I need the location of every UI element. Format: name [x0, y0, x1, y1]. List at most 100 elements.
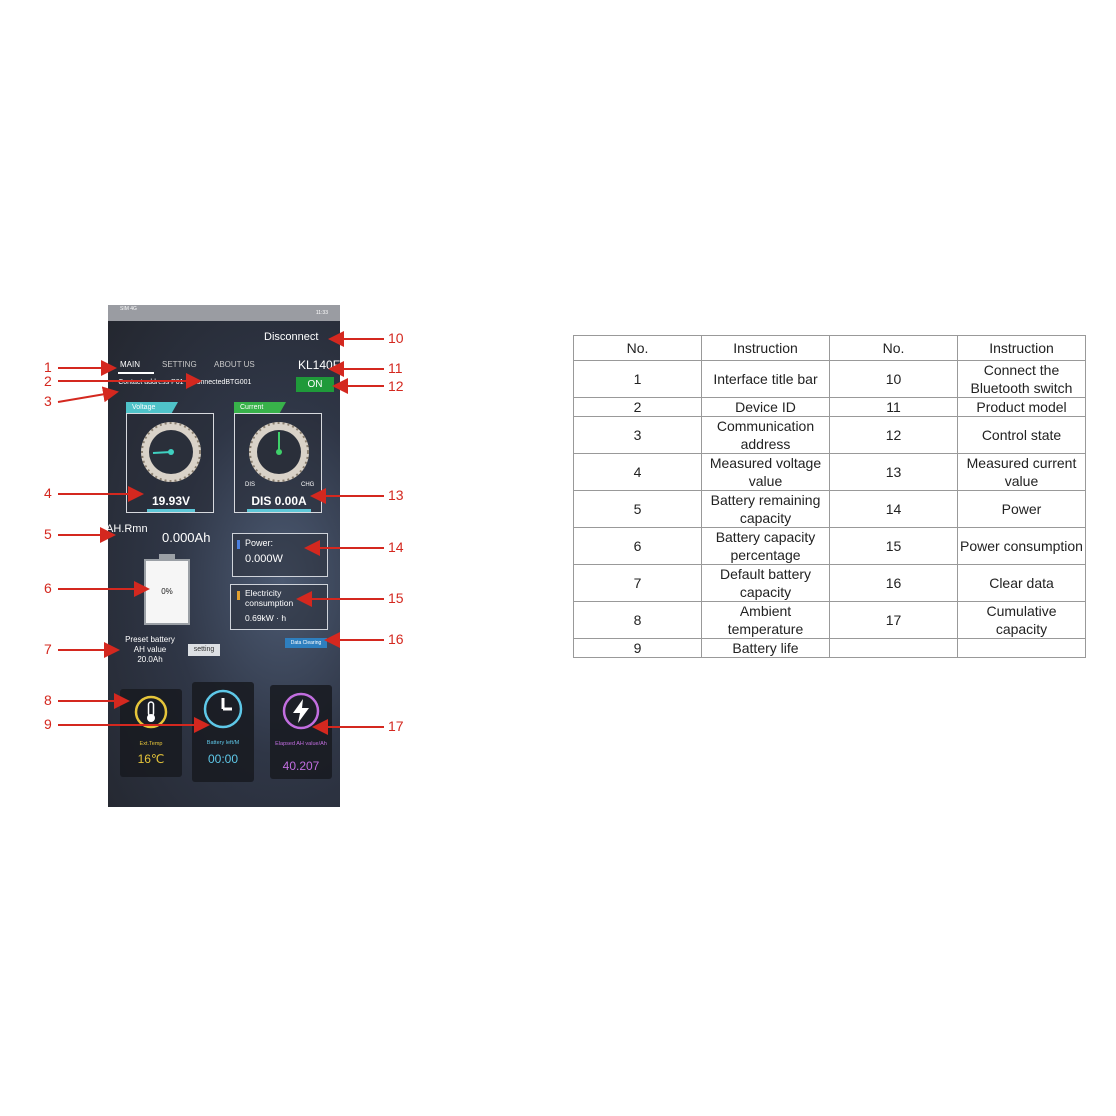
cell-instruction: Cumulative capacity: [957, 601, 1086, 639]
callout-12: 12: [388, 378, 404, 394]
address-row: ◔ Contact address P01 ConnectedBTG001: [112, 379, 251, 386]
power-value: 0.000W: [245, 553, 283, 565]
header-instruction-1: Instruction: [701, 335, 830, 361]
table-row: 1 Interface title bar 10 Connect the Blu…: [573, 360, 1086, 398]
cell-instruction: Default battery capacity: [701, 564, 830, 602]
cell-instruction: Power consumption: [957, 527, 1086, 565]
status-signal: SIM 4G: [120, 306, 137, 312]
thermometer-icon: [134, 695, 168, 729]
header-no-1: No.: [573, 335, 702, 361]
callout-10: 10: [388, 330, 404, 346]
battery-life-label: Battery left/M: [206, 740, 240, 746]
cell-instruction: Battery remaining capacity: [701, 490, 830, 528]
tab-active-underline: [118, 372, 154, 374]
callout-14: 14: [388, 539, 404, 555]
instruction-table: No. Instruction No. Instruction 1 Interf…: [573, 335, 1086, 658]
callout-2: 2: [44, 373, 52, 389]
contact-address: Contact address P01: [118, 379, 184, 386]
clock-icon: [203, 689, 243, 729]
cell-instruction: Clear data: [957, 564, 1086, 602]
voltage-gauge-dial: [141, 422, 201, 482]
status-bar: SIM 4G 11:33: [108, 305, 340, 321]
power-indicator: [237, 540, 240, 549]
setting-button[interactable]: setting: [188, 644, 220, 656]
table-row: 4 Measured voltage value 13 Measured cur…: [573, 453, 1086, 491]
header-no-2: No.: [829, 335, 958, 361]
preset-line-1: Preset battery: [125, 635, 175, 644]
current-gauge-dial: [249, 422, 309, 482]
cell-instruction: Device ID: [701, 397, 830, 417]
cell-no: 14: [829, 490, 958, 528]
ah-remaining-label: AH.Rmn: [108, 523, 148, 535]
tab-about-us[interactable]: ABOUT US: [214, 360, 255, 369]
callout-6: 6: [44, 580, 52, 596]
current-dis-label: DIS: [245, 482, 256, 488]
cell-instruction: Battery capacity percentage: [701, 527, 830, 565]
table-row: 6 Battery capacity percentage 15 Power c…: [573, 527, 1086, 565]
callout-16: 16: [388, 631, 404, 647]
header-instruction-2: Instruction: [957, 335, 1086, 361]
ext-temp-value: 16℃: [137, 752, 165, 766]
arrow-3: [57, 386, 119, 403]
callout-17: 17: [388, 718, 404, 734]
table-row: 5 Battery remaining capacity 14 Power: [573, 490, 1086, 528]
cell-no: 17: [829, 601, 958, 639]
cell-instruction: Measured voltage value: [701, 453, 830, 491]
electricity-indicator: [237, 591, 240, 600]
current-reading: DIS 0.00A: [251, 494, 307, 508]
cell-instruction: Interface title bar: [701, 360, 830, 398]
callout-5: 5: [44, 526, 52, 542]
electricity-label-1: Electricity: [245, 588, 282, 598]
callout-1: 1: [44, 359, 52, 375]
callout-4: 4: [44, 485, 52, 501]
table-header-row: No. Instruction No. Instruction: [573, 335, 1086, 361]
callout-8: 8: [44, 692, 52, 708]
cell-instruction: Battery life: [701, 638, 830, 658]
cell-instruction: Communication address: [701, 416, 830, 454]
callout-9: 9: [44, 716, 52, 732]
cell-no: 1: [573, 360, 702, 398]
lightning-icon: [282, 692, 320, 730]
tab-main[interactable]: MAIN: [120, 360, 140, 369]
disconnect-button[interactable]: Disconnect: [264, 331, 319, 343]
battery-cap: [159, 554, 175, 559]
cell-instruction: Power: [957, 490, 1086, 528]
ext-temp-card: Ext.Temp 16℃: [120, 689, 182, 777]
ext-temp-label: Ext.Temp: [139, 741, 163, 747]
voltage-tag: Voltage: [126, 402, 178, 413]
cell-no: 4: [573, 453, 702, 491]
voltage-reading: 19.93V: [151, 494, 191, 508]
current-underline: [247, 509, 311, 512]
current-tag: Current: [234, 402, 286, 413]
callout-7: 7: [44, 641, 52, 657]
cell-instruction: Measured current value: [957, 453, 1086, 491]
data-clearing-button[interactable]: Data Clearing: [285, 638, 327, 648]
power-label: Power:: [245, 538, 274, 548]
cell-instruction: Control state: [957, 416, 1086, 454]
preset-battery-block: Preset battery AH value 20.0Ah: [108, 635, 192, 665]
cell-no: 10: [829, 360, 958, 398]
electricity-value: 0.69kW · h: [245, 613, 287, 623]
cell-no: 7: [573, 564, 702, 602]
callout-3: 3: [44, 393, 52, 409]
current-chg-label: CHG: [301, 482, 315, 488]
cell-no: 13: [829, 453, 958, 491]
cell-no: 8: [573, 601, 702, 639]
table-row: 2 Device ID 11 Product model: [573, 397, 1086, 417]
tab-setting[interactable]: SETTING: [162, 360, 197, 369]
battery-life-value: 00:00: [207, 752, 239, 766]
voltage-underline: [147, 509, 195, 512]
ah-remaining-value: 0.000Ah: [162, 530, 211, 545]
elapsed-ah-label: Elapsed AH value/Ah: [275, 741, 327, 747]
table-row: 8 Ambient temperature 17 Cumulative capa…: [573, 601, 1086, 639]
connected-device: ConnectedBTG001: [191, 379, 252, 386]
callout-11: 11: [388, 360, 403, 376]
table-row: 3 Communication address 12 Control state: [573, 416, 1086, 454]
status-time: 11:33: [315, 310, 328, 316]
cell-no: 5: [573, 490, 702, 528]
elapsed-ah-value: 40.207: [282, 759, 320, 773]
control-on-button[interactable]: ON: [296, 377, 334, 392]
callout-15: 15: [388, 590, 404, 606]
table-row: 9 Battery life: [573, 638, 1086, 658]
